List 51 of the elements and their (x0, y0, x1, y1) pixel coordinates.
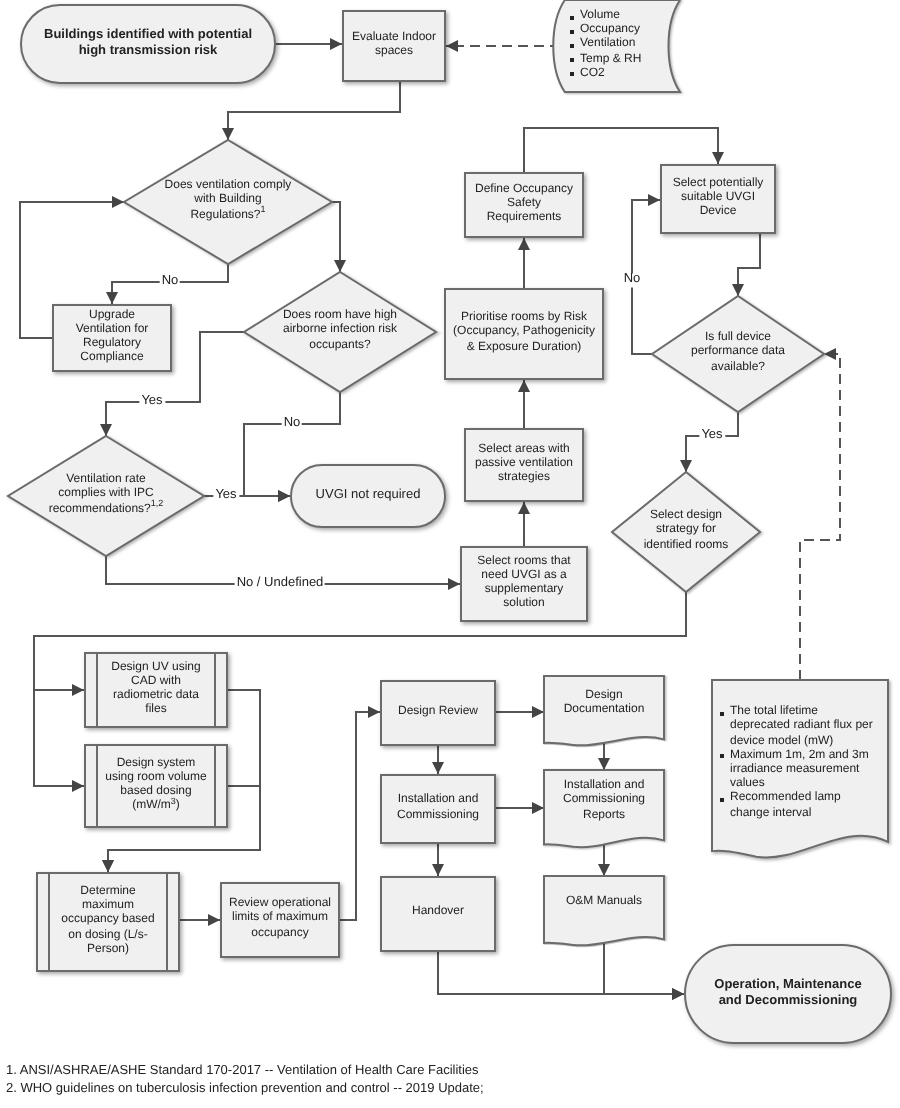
process-box (342, 10, 446, 82)
arrow (518, 501, 530, 547)
arrow (203, 490, 291, 502)
terminator-shape (20, 4, 276, 84)
decision-diamond (8, 436, 204, 556)
arrow (275, 38, 343, 50)
arrow (102, 785, 261, 873)
arrow (603, 939, 685, 1000)
process-box (380, 680, 496, 746)
arrow (598, 841, 610, 877)
decision-diamond (652, 296, 824, 412)
process-box (464, 172, 584, 238)
predefined-process-box (84, 652, 228, 728)
arrow (331, 201, 346, 273)
decision-diamond (124, 140, 332, 264)
process-box (444, 288, 604, 380)
terminator-shape (290, 464, 446, 528)
arrow (495, 706, 545, 718)
process-box (464, 428, 584, 502)
arrow (100, 331, 245, 437)
arrow (222, 81, 401, 141)
predefined-process-box (36, 872, 180, 972)
arrow (518, 379, 530, 429)
arrow (631, 194, 661, 355)
process-box (380, 774, 496, 844)
arrow (432, 843, 444, 877)
terminator-shape (684, 944, 892, 1044)
document-shape (544, 876, 664, 948)
document-shape (544, 676, 664, 748)
process-box (220, 882, 340, 958)
document-shape (544, 770, 664, 850)
data-shape (552, 0, 680, 92)
process-box (660, 164, 776, 234)
arrow (19, 196, 125, 339)
arrow (518, 237, 530, 289)
arrow (732, 233, 761, 297)
decision-diamond (612, 472, 760, 592)
decision-diamond (244, 272, 436, 392)
arrow (432, 745, 444, 775)
arrow (339, 706, 381, 921)
arrow (523, 127, 724, 173)
dashed-arrow (799, 348, 841, 681)
process-box (460, 546, 588, 622)
arrow (106, 263, 229, 305)
arrow (598, 739, 610, 771)
document-shape (712, 680, 888, 864)
predefined-process-box (84, 744, 228, 828)
arrow (495, 802, 545, 814)
arrow (179, 914, 221, 926)
process-box (380, 876, 496, 952)
process-box (52, 304, 172, 372)
